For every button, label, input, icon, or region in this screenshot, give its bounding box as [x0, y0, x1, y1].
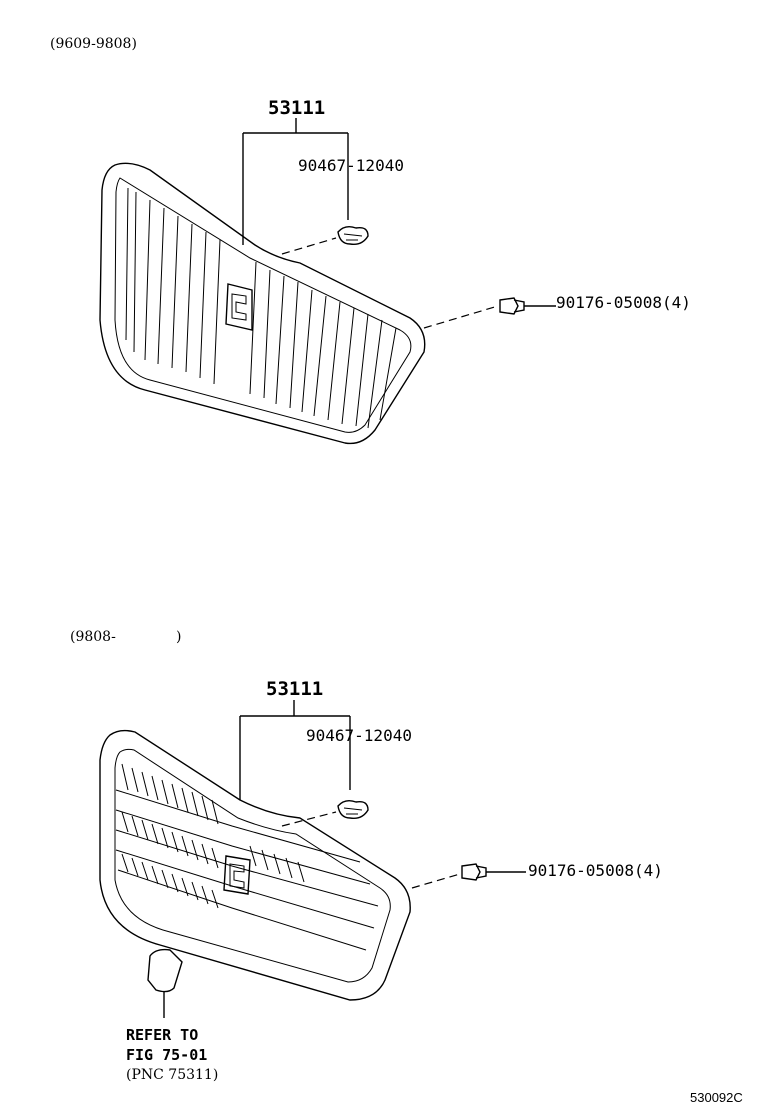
- part-label-90467-top[interactable]: 90467-12040: [298, 156, 404, 175]
- emblem-clip-icon-top[interactable]: [337, 225, 369, 246]
- refer-to-line3: (PNC 75311): [126, 1067, 218, 1083]
- emblem-clip-icon-bottom[interactable]: [337, 799, 369, 820]
- refer-to-line1[interactable]: REFER TO: [126, 1026, 198, 1044]
- part-label-90467-bottom[interactable]: 90467-12040: [306, 726, 412, 745]
- grille-new-style: [99, 729, 411, 1001]
- cover-piece-icon[interactable]: [147, 948, 183, 993]
- dash-leader-emblem-top: [281, 237, 337, 255]
- part-label-53111-top[interactable]: 53111: [268, 97, 325, 119]
- date-range-2: (9808-: [70, 629, 116, 645]
- part-label-53111-bottom[interactable]: 53111: [266, 678, 323, 700]
- refer-to-line2[interactable]: FIG 75-01: [126, 1046, 207, 1064]
- date-range-2-close: ): [176, 629, 181, 645]
- grille-emblem-bottom: [223, 855, 251, 895]
- grille-horizontal-bars: [115, 763, 379, 951]
- leader-bracket-bottom: [239, 700, 351, 800]
- grille-old-style: [99, 162, 426, 445]
- clip-icon-top[interactable]: [499, 297, 525, 315]
- dash-leader-clip-bottom: [411, 873, 461, 889]
- figure-code: 530092C: [690, 1090, 743, 1105]
- part-label-90176-top[interactable]: 90176-05008(4): [556, 293, 691, 312]
- dash-leader-emblem-bottom: [281, 811, 337, 827]
- dash-leader-clip-top: [423, 305, 499, 329]
- grille-vertical-slats: [125, 187, 397, 429]
- grille-emblem-top: [225, 283, 253, 331]
- date-range-1: (9609-9808): [50, 36, 137, 52]
- leader-bracket-top: [242, 118, 349, 245]
- part-label-90176-bottom[interactable]: 90176-05008(4): [528, 861, 663, 880]
- clip-icon-bottom[interactable]: [461, 863, 487, 881]
